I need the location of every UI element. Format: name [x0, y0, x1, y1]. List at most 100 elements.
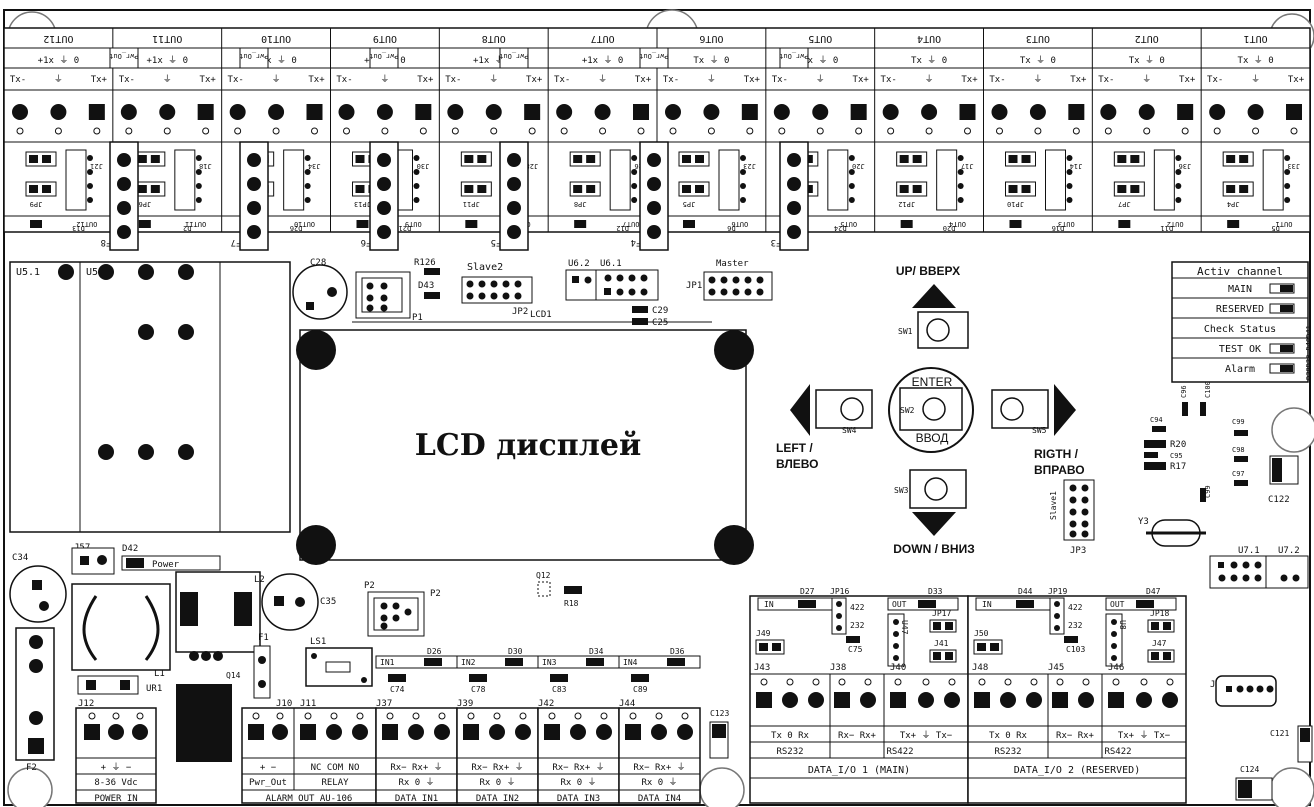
io-ja: J50	[974, 629, 989, 638]
pin-hole	[1072, 127, 1080, 135]
terminal	[12, 104, 28, 120]
r20-label: R20	[1170, 440, 1186, 450]
q12-label: Q12	[536, 571, 551, 580]
ic-pin	[631, 197, 638, 203]
ic-pin	[87, 183, 93, 189]
io-pins-422tx: Tx+ ⏚ Tx−	[900, 730, 953, 741]
ic-pin	[957, 155, 964, 161]
ic-pin	[848, 155, 855, 161]
ic-pin	[87, 155, 93, 161]
ic-pin	[195, 183, 202, 189]
left-arrow-icon	[790, 384, 810, 436]
pin-label-gnd: ⏚	[54, 74, 63, 85]
ic-pin	[304, 183, 311, 189]
pwr-out-label: Pwr_Out	[779, 52, 809, 60]
pin-label-gnd: ⏚	[598, 74, 607, 85]
pin-hole	[855, 127, 863, 135]
pin-hole	[93, 127, 101, 135]
output-header: +1x ⏚ 0	[473, 55, 515, 66]
io-rs232: RS232	[776, 747, 803, 757]
diode-mark	[138, 220, 151, 228]
jumper-pin	[899, 155, 909, 163]
jumper-pin	[42, 185, 51, 193]
l1-label: L1	[154, 669, 165, 679]
terminal	[773, 104, 790, 120]
pin-hole	[163, 127, 171, 135]
pin-hole	[381, 127, 389, 135]
terminal	[197, 104, 214, 120]
c94-label: C94	[1150, 416, 1163, 424]
jumper-label: J20	[852, 162, 865, 170]
right-side-parts: C94 C96 C100 R20 C95 R17 C99 C98 C97 C99…	[709, 381, 1313, 801]
ic-outline	[827, 149, 849, 211]
jumper-label: J17	[961, 162, 974, 170]
jp-label: JP6	[139, 200, 152, 208]
output-header: +1x ⏚ 0	[38, 55, 80, 66]
pin-hole	[599, 127, 607, 135]
jumper-pin	[150, 185, 160, 193]
pin-hole	[1252, 127, 1260, 135]
output-header: Tx ⏚ 0	[802, 55, 838, 66]
jumper-pin	[586, 185, 596, 193]
ic-outline	[1262, 149, 1284, 211]
c34-label: C34	[12, 553, 28, 563]
status-led-fill	[1280, 285, 1293, 292]
pin-label-txm: Tx-	[228, 75, 244, 85]
alarm-relay-pins: NC COM NO	[311, 763, 360, 773]
io-j1: J48	[972, 663, 988, 673]
output-name: OUT9	[373, 33, 397, 44]
c25-label: C25	[652, 318, 668, 328]
io-in: IN	[764, 600, 774, 609]
jumper-pin	[29, 155, 38, 163]
io-ic: U47	[900, 620, 909, 635]
ic-pin	[957, 169, 964, 175]
pin-hole	[887, 127, 895, 135]
pin-hole	[1213, 127, 1221, 135]
terminal	[850, 104, 867, 120]
down-button[interactable]	[924, 477, 948, 501]
output-name: OUT3	[1026, 33, 1050, 44]
p1-label: P1	[412, 313, 423, 323]
out-tag: OUT1	[1276, 220, 1293, 228]
status-led-designators: D38D39 D40D41	[1305, 325, 1313, 380]
output-connectors-strip: OUT12+1x ⏚ 0Tx-⏚Tx+J21JP9D13OUT12OUT11+1…	[3, 27, 1311, 251]
jumper-label: J30	[417, 162, 430, 170]
left-label: LEFT /	[776, 441, 813, 455]
ic-pin	[957, 183, 964, 189]
output-header: Tx ⏚ 0	[1129, 55, 1165, 66]
jp-label: JP8	[574, 200, 587, 208]
enter-button[interactable]	[922, 397, 946, 421]
terminal	[415, 104, 432, 120]
jumper-label: J36	[1179, 162, 1192, 170]
io-in-diode: D44	[1018, 587, 1033, 596]
right-button[interactable]	[1000, 397, 1024, 421]
pin-hole	[490, 127, 498, 135]
ic-pin	[1175, 155, 1182, 161]
pin-label-gnd: ⏚	[272, 74, 281, 85]
ic-outline	[936, 149, 958, 211]
terminal	[1247, 104, 1264, 120]
left-button[interactable]	[840, 397, 864, 421]
pin-hole	[637, 127, 645, 135]
out-tag: OUT5	[840, 220, 857, 228]
output-header: Tx ⏚ 0	[911, 55, 947, 66]
diode-label: D11	[1160, 224, 1173, 232]
terminal	[1286, 104, 1302, 120]
io-jb: J41	[934, 639, 949, 648]
jumper-pin	[1021, 185, 1031, 193]
jp-label: JP12	[898, 200, 915, 208]
up-button[interactable]	[926, 318, 950, 342]
ic-pin	[848, 183, 855, 189]
pin-hole	[925, 127, 933, 135]
up-arrow-icon	[912, 284, 956, 308]
left-label-ru: ВЛЕВО	[776, 457, 819, 471]
pin-label-txp: Tx+	[853, 75, 870, 85]
io-ja: J49	[756, 629, 771, 638]
ic-pin	[304, 155, 311, 161]
jumper-pin	[42, 155, 51, 163]
